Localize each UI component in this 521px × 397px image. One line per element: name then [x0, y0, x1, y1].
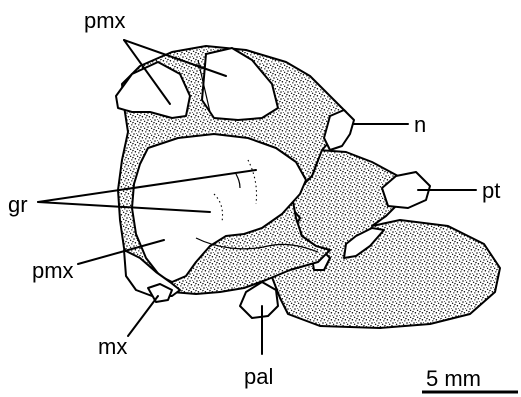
label-pt: pt [482, 178, 500, 203]
scale-bar-label: 5 mm [426, 366, 481, 391]
label-pmx-top: pmx [84, 8, 126, 33]
leader-mx [128, 296, 158, 336]
label-pmx-left: pmx [32, 258, 74, 283]
label-mx: mx [98, 334, 127, 359]
label-gr: gr [8, 192, 28, 217]
label-pal: pal [244, 364, 273, 389]
label-n: n [414, 112, 426, 137]
